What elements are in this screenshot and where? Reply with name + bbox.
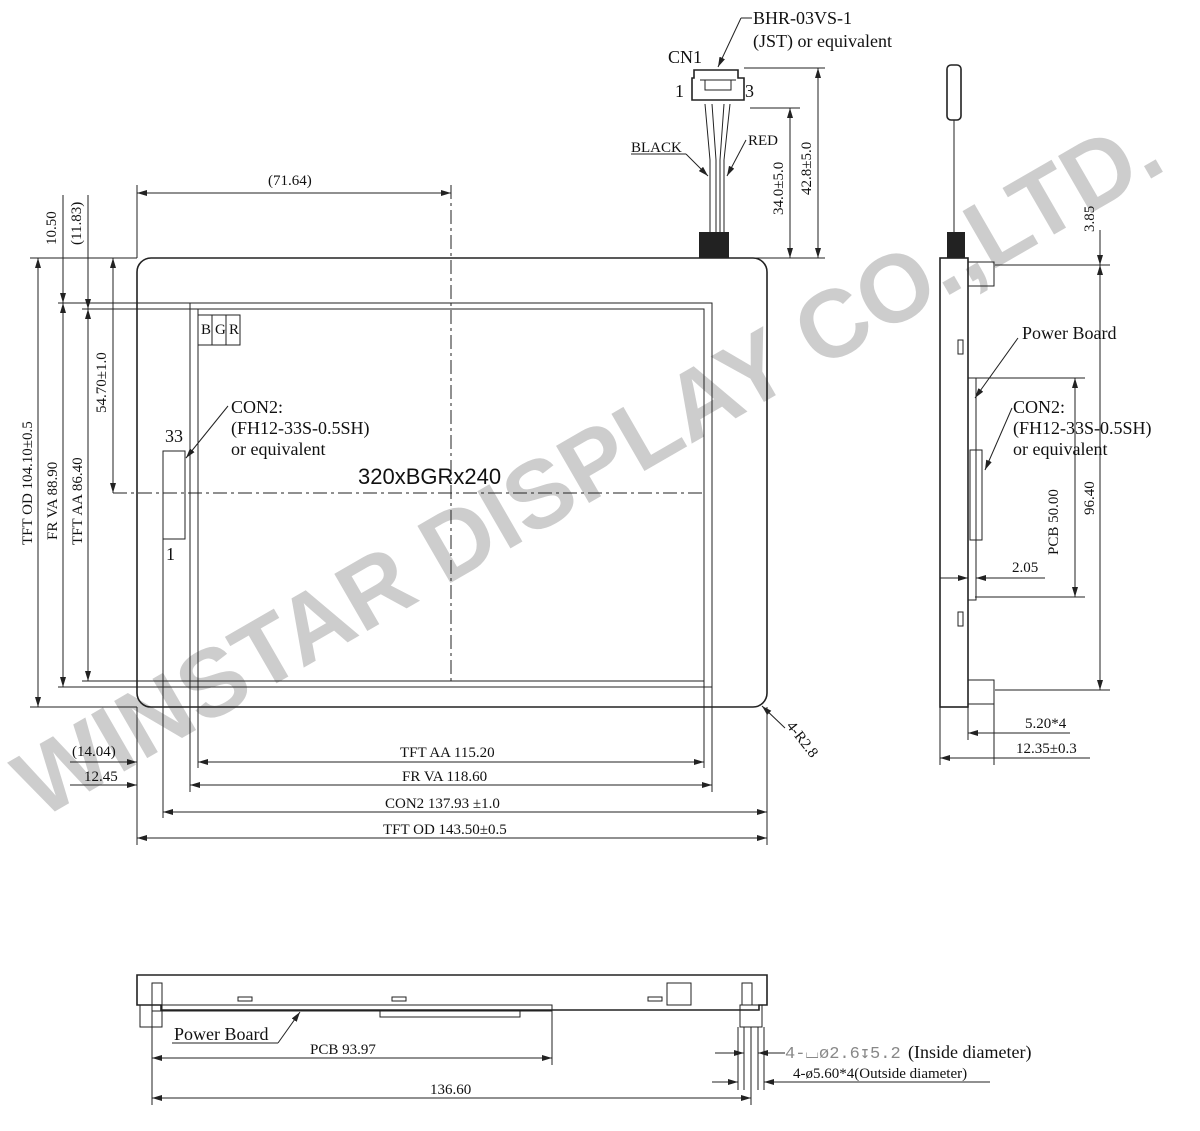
cn1-length-42: 42.8±5.0	[799, 142, 815, 195]
cn1-length-34: 34.0±5.0	[771, 162, 787, 215]
wire-black-label: BLACK	[631, 140, 682, 156]
dim-tft-od-vertical: TFT OD 104.10±0.5	[20, 421, 36, 545]
side-power-board: Power Board	[1022, 323, 1116, 343]
dim-tft-od-horizontal: TFT OD 143.50±0.5	[383, 822, 507, 838]
con2-equivalent: or equivalent	[231, 439, 325, 459]
cn1-part: BHR-03VS-1	[753, 8, 852, 28]
con2-pin1: 1	[166, 544, 175, 564]
dim-96-40: 96.40	[1082, 481, 1098, 515]
dim-54-70: 54.70±1.0	[94, 352, 110, 413]
dim-12-45: 12.45	[84, 769, 118, 785]
subpixel-b: B	[201, 322, 211, 338]
side-con2-part: (FH12-33S-0.5SH)	[1013, 418, 1152, 439]
bottom-pcb: PCB 93.97	[310, 1042, 376, 1058]
resolution-label: 320xBGRx240	[358, 464, 501, 489]
cn1-maker: (JST) or equivalent	[753, 31, 892, 52]
inside-diameter-label: (Inside diameter)	[908, 1042, 1031, 1063]
bottom-power-board: Power Board	[174, 1024, 268, 1044]
dim-5-20: 5.20*4	[1025, 716, 1067, 732]
side-con2-equivalent: or equivalent	[1013, 439, 1107, 459]
cn1-pin3: 3	[745, 81, 754, 101]
dim-71-64: (71.64)	[268, 173, 312, 189]
con2-part: (FH12-33S-0.5SH)	[231, 418, 370, 439]
side-con2-title: CON2:	[1013, 397, 1065, 417]
dim-12-35: 12.35±0.3	[1016, 741, 1077, 757]
watermark: WINSTAR DISPLAY CO.,LTD.	[0, 94, 1179, 838]
dim-tft-aa-horizontal: TFT AA 115.20	[400, 745, 495, 761]
cable-clamp	[699, 232, 729, 258]
subpixel-r: R	[229, 322, 239, 338]
dim-3-85: 3.85	[1082, 206, 1098, 232]
front-view: B G R 33 1 CON2: (FH12-33S-0.5SH) or equ…	[20, 173, 821, 845]
bottom-view: PCB 93.97 136.60 Power Board 4-⌴ø2.6↧5.2…	[136, 974, 1031, 1105]
corner-radius: 4-R2.8	[783, 719, 821, 761]
pcb-50: PCB 50.00	[1046, 489, 1062, 555]
dim-tft-aa-vertical: TFT AA 86.40	[70, 457, 86, 545]
dim-2-05: 2.05	[1012, 560, 1038, 576]
inside-diameter-spec: 4-⌴ø2.6↧5.2	[785, 1045, 901, 1064]
dim-con2-horizontal: CON2 137.93 ±1.0	[385, 796, 500, 812]
con2-connector	[162, 450, 186, 540]
cn1-connector: BHR-03VS-1 (JST) or equivalent CN1 1 3 B…	[631, 8, 892, 259]
con2-title: CON2:	[231, 397, 283, 417]
outside-diameter-spec: 4-ø5.60*4(Outside diameter)	[793, 1066, 967, 1082]
side-view: 3.85 96.40 PCB 50.00 Power Board CON2: (…	[939, 64, 1152, 765]
dim-10-50: 10.50	[44, 211, 60, 245]
dim-11-83: (11.83)	[69, 202, 85, 245]
dim-fr-va-horizontal: FR VA 118.60	[402, 769, 487, 785]
wire-red-label: RED	[748, 133, 778, 149]
dim-fr-va-vertical: FR VA 88.90	[45, 462, 61, 540]
cn1-label: CN1	[668, 47, 702, 67]
cn1-pin1: 1	[675, 81, 684, 101]
subpixel-g: G	[215, 322, 226, 338]
con2-pin33: 33	[165, 426, 183, 446]
dim-14-04: (14.04)	[72, 744, 116, 760]
dim-136-60: 136.60	[430, 1082, 471, 1098]
